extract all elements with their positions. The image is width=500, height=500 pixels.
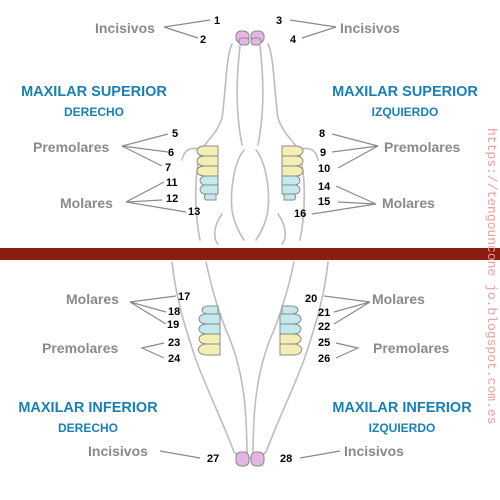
- label-molares-upper-right: Molares: [60, 195, 113, 211]
- lower-premolar-26: [279, 343, 303, 356]
- tooth-number-21: 21: [318, 307, 330, 319]
- upper-premolar-10: [281, 165, 304, 177]
- tooth-number-24: 24: [168, 353, 181, 365]
- label-premolares-upper-right: Premolares: [33, 139, 109, 155]
- upper-left-cheek-teeth: [281, 145, 304, 201]
- label-molares-lower-right: Molares: [66, 291, 119, 307]
- upper-incisor-2: [238, 37, 250, 46]
- blog-url-watermark: https://tengouncone jo.blogspot.com.es: [484, 128, 499, 424]
- upper-right-cheek-teeth: [196, 145, 219, 201]
- label-molares-lower-left: Molares: [372, 291, 425, 307]
- label-premolares-lower-right: Premolares: [42, 340, 118, 356]
- label-premolares-lower-left: Premolares: [373, 340, 449, 356]
- label-molares-upper-left: Molares: [382, 195, 435, 211]
- upper-molar-13: [203, 193, 217, 201]
- upper-incisor-4: [250, 37, 262, 46]
- title-lower-left-line2: IZQUIERDO: [369, 421, 436, 435]
- lower-left-cheek-teeth: [279, 305, 303, 356]
- lower-molar-17: [201, 305, 219, 315]
- lower-skull-outline: [171, 261, 329, 459]
- tooth-number-12: 12: [166, 193, 178, 205]
- tooth-numbers: 1 2 3 4 5 6 7 8 9 10 11 12 13 14 15 16 1…: [165, 15, 331, 465]
- lower-molar-18: [198, 313, 221, 325]
- lower-molar-19: [198, 323, 221, 335]
- lower-premolar-24: [197, 343, 221, 356]
- jaw-divider-bar: [0, 248, 500, 260]
- tooth-number-6: 6: [168, 147, 174, 159]
- upper-molar-15: [281, 184, 301, 195]
- tooth-number-3: 3: [276, 15, 282, 27]
- lower-molar-20: [281, 305, 299, 315]
- tooth-number-11: 11: [166, 177, 178, 189]
- upper-premolar-9: [281, 155, 304, 167]
- leader-lines: [121, 19, 379, 459]
- tooth-number-2: 2: [200, 34, 206, 46]
- tooth-number-16: 16: [294, 208, 306, 220]
- upper-molar-11: [199, 175, 219, 186]
- lower-incisor-28: [250, 451, 265, 467]
- upper-premolar-8: [281, 145, 304, 157]
- label-incisivos-lower-left: Incisivos: [344, 443, 404, 459]
- upper-premolar-6: [196, 155, 219, 167]
- tooth-number-27: 27: [207, 453, 219, 465]
- tooth-number-14: 14: [318, 181, 331, 193]
- tooth-number-8: 8: [319, 128, 325, 140]
- lower-premolar-25: [279, 333, 302, 345]
- upper-premolar-5: [196, 145, 219, 157]
- tooth-number-25: 25: [318, 337, 330, 349]
- group-labels: Incisivos Incisivos Premolares Premolare…: [33, 20, 460, 459]
- tooth-number-26: 26: [318, 353, 330, 365]
- lower-right-cheek-teeth: [197, 305, 221, 356]
- title-upper-left-line2: IZQUIERDO: [372, 105, 439, 119]
- upper-premolar-7: [196, 165, 219, 177]
- title-upper-right-line2: DERECHO: [64, 105, 124, 119]
- tooth-number-5: 5: [172, 128, 178, 140]
- tooth-number-22: 22: [318, 321, 330, 333]
- upper-molar-14: [281, 175, 301, 186]
- tooth-number-19: 19: [167, 319, 179, 331]
- label-premolares-upper-left: Premolares: [384, 139, 460, 155]
- tooth-number-18: 18: [168, 306, 180, 318]
- label-incisivos-lower-right: Incisivos: [88, 443, 148, 459]
- tooth-number-15: 15: [318, 196, 330, 208]
- tooth-number-20: 20: [305, 293, 317, 305]
- lower-premolar-23: [198, 333, 221, 345]
- title-upper-right-line1: MAXILAR SUPERIOR: [21, 84, 167, 100]
- label-incisivos-upper-left: Incisivos: [340, 20, 400, 36]
- lower-molar-21: [279, 313, 302, 325]
- title-lower-right-line2: DERECHO: [58, 421, 118, 435]
- tooth-number-10: 10: [318, 163, 330, 175]
- title-upper-left-line1: MAXILAR SUPERIOR: [332, 84, 478, 100]
- lower-molar-22: [279, 323, 302, 335]
- tooth-number-13: 13: [188, 206, 200, 218]
- title-lower-left-line1: MAXILAR INFERIOR: [332, 400, 472, 416]
- lower-incisor-27: [235, 451, 250, 467]
- upper-incisors: [235, 30, 265, 46]
- label-incisivos-upper-right: Incisivos: [95, 20, 155, 36]
- tooth-number-1: 1: [214, 15, 220, 27]
- tooth-number-17: 17: [178, 291, 190, 303]
- upper-molar-12: [199, 184, 219, 195]
- tooth-number-4: 4: [290, 34, 297, 46]
- upper-molar-16: [283, 193, 297, 201]
- tooth-number-23: 23: [168, 337, 180, 349]
- title-lower-right-line1: MAXILAR INFERIOR: [18, 400, 158, 416]
- tooth-number-7: 7: [165, 162, 171, 174]
- jaw-titles: MAXILAR SUPERIOR DERECHO MAXILAR SUPERIO…: [18, 84, 478, 435]
- tooth-number-9: 9: [320, 147, 326, 159]
- lower-incisors: [235, 451, 265, 467]
- tooth-number-28: 28: [280, 453, 292, 465]
